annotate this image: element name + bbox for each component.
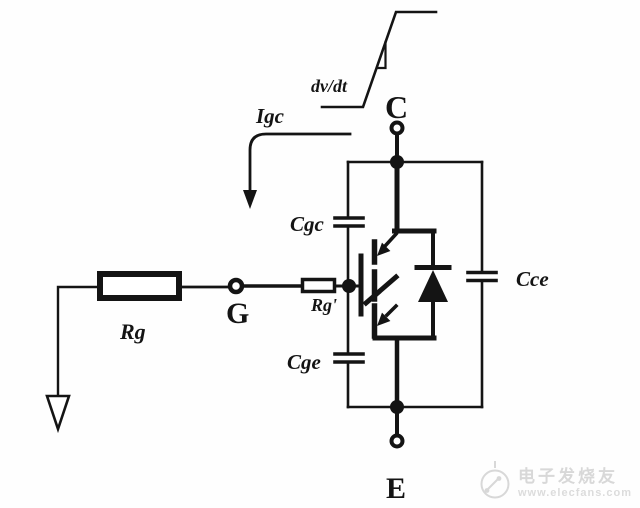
watermark-text: 电子发烧友 www.elecfans.com xyxy=(518,462,632,499)
igc-label: Igc xyxy=(256,104,284,128)
ground-icon xyxy=(45,394,71,434)
cce-label: Cce xyxy=(516,267,549,291)
watermark-site-name: 电子发烧友 xyxy=(517,466,618,486)
watermark-site-url: www.elecfans.com xyxy=(517,486,632,499)
rg-label: Rg xyxy=(120,319,146,344)
dvdt-label: dv/dt xyxy=(311,76,347,96)
collector-terminal-circle xyxy=(389,120,405,136)
igbt-symbol xyxy=(358,159,437,410)
cge-capacitor xyxy=(333,352,365,364)
slope-marker xyxy=(375,40,387,70)
gate-terminal-circle xyxy=(227,277,245,295)
cgc-label: Cgc xyxy=(290,212,324,236)
emitter-arrow-icon xyxy=(377,312,391,326)
igc-current-arrow xyxy=(243,132,352,209)
cge-label: Cge xyxy=(287,350,321,374)
rg-resistor xyxy=(97,271,182,301)
watermark: 电子发烧友 www.elecfans.com xyxy=(478,458,632,502)
dvdt-waveform xyxy=(320,10,438,109)
rg-prime-resistor xyxy=(300,277,337,294)
collector-label: C xyxy=(385,89,409,125)
emitter-label: E xyxy=(386,472,407,505)
gate-drive-network xyxy=(45,271,360,434)
cce-capacitor xyxy=(466,270,498,283)
elecfans-logo-icon xyxy=(480,461,510,499)
cce-capacitor-branch xyxy=(466,160,498,409)
emitter-terminal-circle xyxy=(389,433,405,449)
diode-triangle xyxy=(418,270,448,302)
junction-dots xyxy=(342,155,404,414)
gate-label: G xyxy=(226,297,250,330)
cgc-capacitor xyxy=(333,216,365,228)
collector-arrow-icon xyxy=(377,242,391,256)
freewheel-diode xyxy=(414,229,452,340)
emitter-terminal xyxy=(389,405,405,449)
rg-prime-label: Rg' xyxy=(311,295,338,315)
arrow-down-icon xyxy=(243,190,257,209)
